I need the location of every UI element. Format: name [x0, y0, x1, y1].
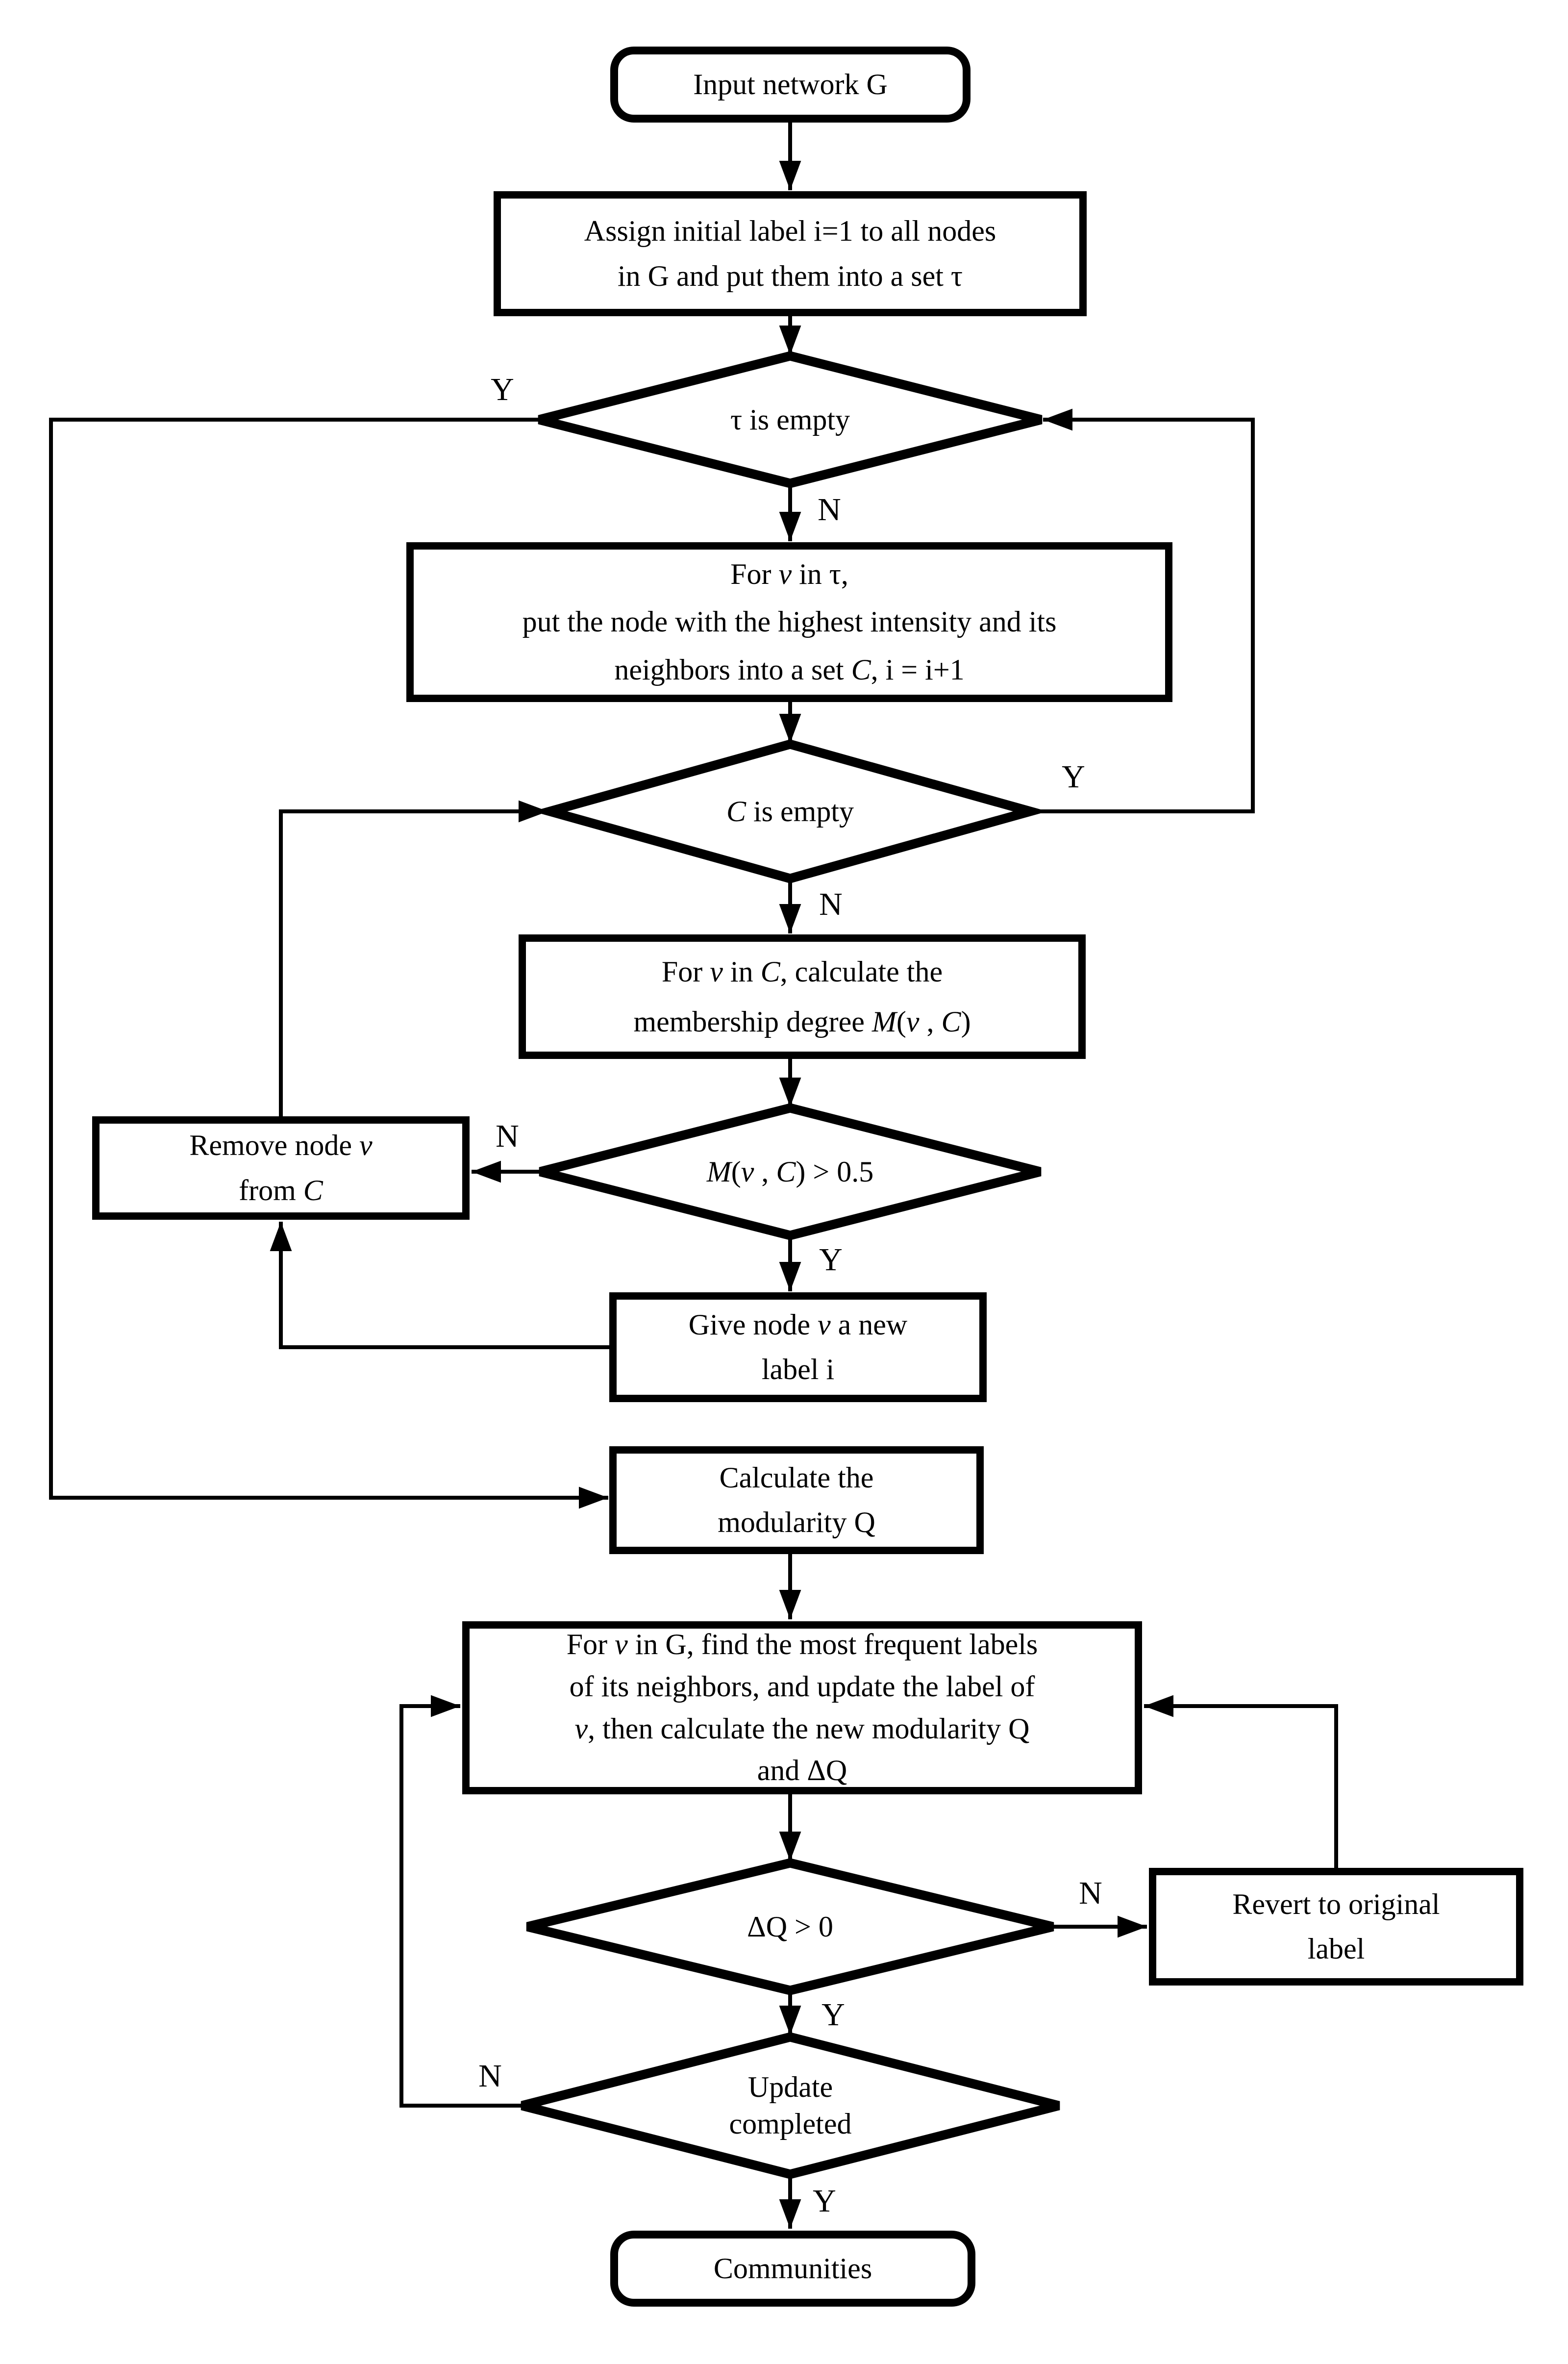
decision-update-completed-shape	[521, 2032, 1060, 2179]
branch-label-dq-no: N	[1079, 1875, 1102, 1911]
branch-label-membership-no: N	[496, 1118, 519, 1154]
branch-label-c-empty-no: N	[819, 886, 843, 922]
edge-remove-top-to-cempty	[279, 800, 548, 1116]
edge-updatedone-no-to-bigbox	[399, 1695, 522, 2108]
branch-label-tau-empty-no: N	[818, 492, 841, 528]
branch-label-c-empty-yes: Y	[1062, 759, 1085, 795]
end-node-communities: Communities	[610, 2231, 975, 2307]
branch-label-update-no: N	[478, 2058, 502, 2094]
decision-c-empty-shape	[532, 739, 1048, 883]
edge-give-to-remove-bottom	[270, 1222, 609, 1349]
decision-membership-shape	[539, 1103, 1042, 1240]
step-for-v-in-tau: For v in τ,put the node with the highest…	[406, 542, 1172, 702]
start-node-input-network: Input network G	[610, 47, 971, 123]
decision-dq-shape	[526, 1858, 1054, 1995]
decision-tau-empty-shape	[538, 351, 1043, 488]
branch-label-dq-yes: Y	[821, 1997, 845, 2033]
branch-label-membership-yes: Y	[819, 1242, 843, 1278]
step-update-labels-modularity: For v in G, find the most frequent label…	[462, 1621, 1142, 1794]
edge-cempty-yes-to-tauempty	[1030, 408, 1255, 813]
edge-revert-to-bigbox	[1144, 1695, 1338, 1868]
edge-tau-empty-yes-to-calcq	[49, 418, 608, 1509]
branch-label-update-yes: Y	[813, 2183, 836, 2219]
branch-label-tau-empty-yes: Y	[491, 372, 514, 407]
